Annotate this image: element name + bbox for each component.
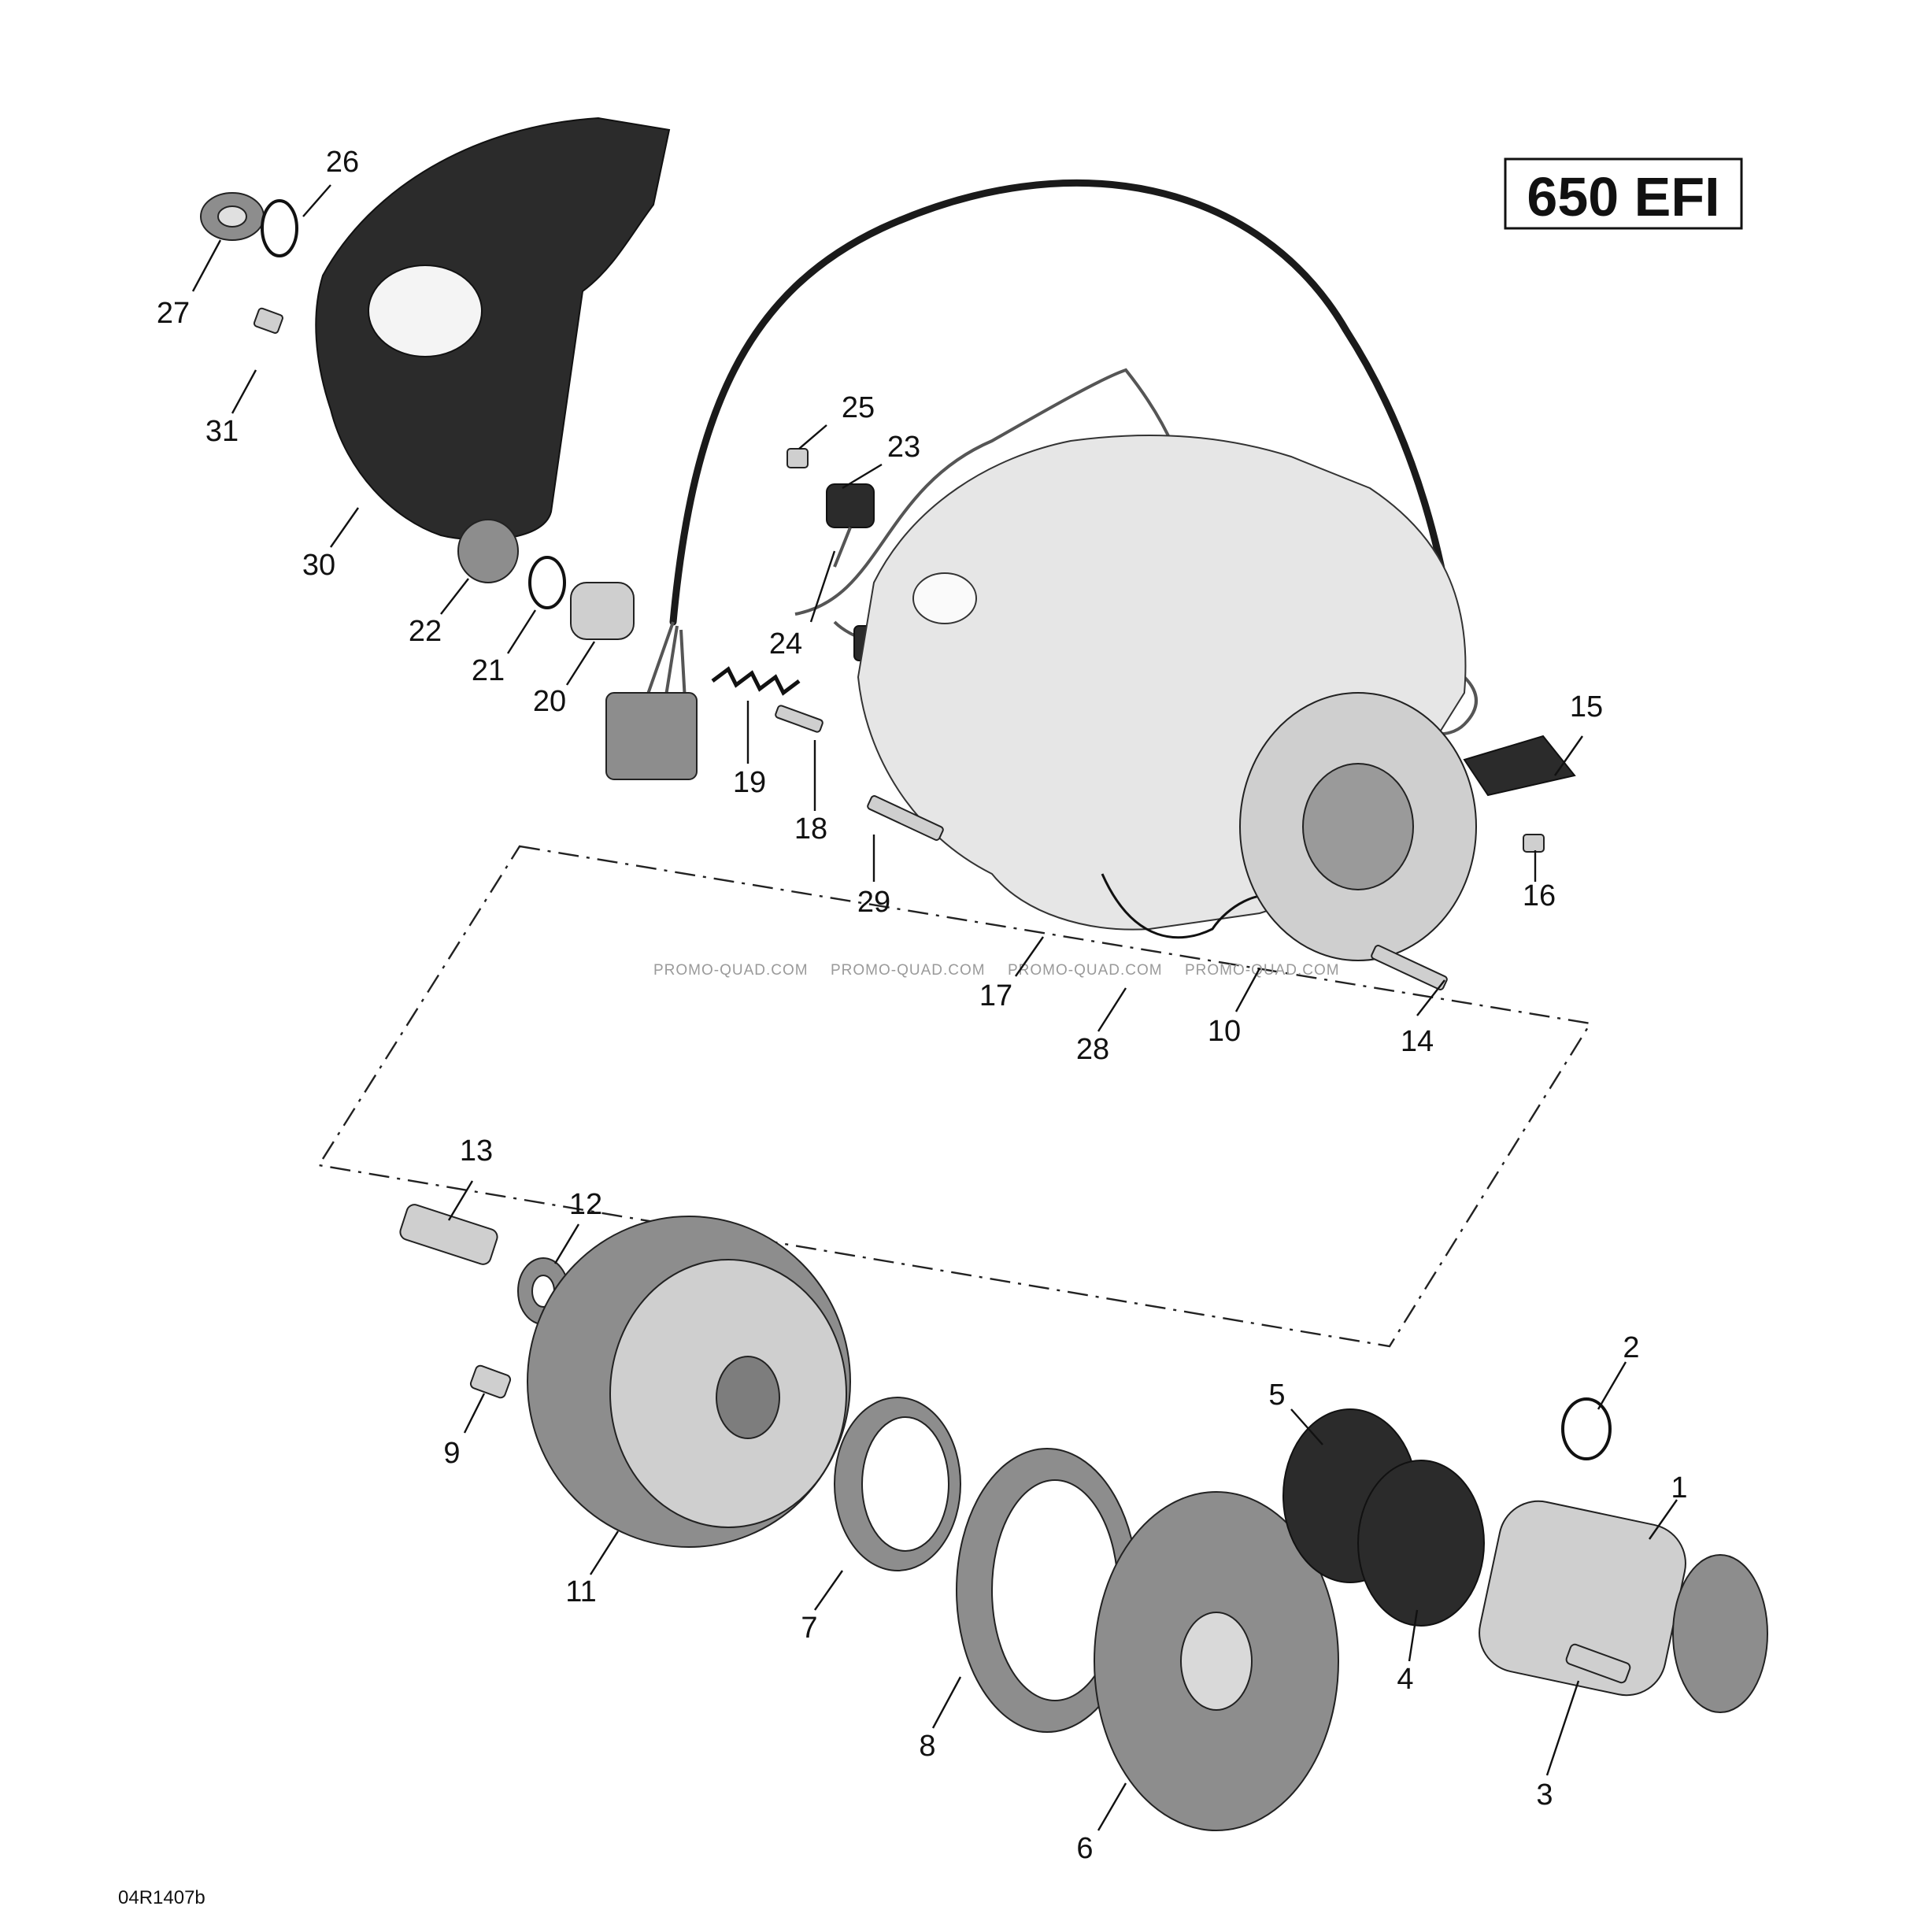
callout-10: 10 [1208, 1015, 1241, 1048]
callout-1: 1 [1671, 1471, 1687, 1505]
callout-22: 22 [409, 615, 442, 648]
leader-10 [1234, 968, 1261, 1012]
callout-15: 15 [1570, 690, 1603, 724]
bolt-18 [775, 705, 824, 733]
callout-13: 13 [460, 1134, 493, 1168]
bearing-7 [834, 1397, 961, 1571]
flywheel-11 [527, 1216, 851, 1548]
leader-11 [589, 1530, 620, 1575]
leader-7 [814, 1570, 843, 1611]
bolt-31 [253, 307, 283, 334]
callout-12: 12 [569, 1188, 602, 1221]
callout-26: 26 [326, 146, 359, 179]
leader-30 [330, 507, 359, 548]
callout-11: 11 [565, 1575, 596, 1608]
leader-12 [553, 1223, 580, 1264]
callout-20: 20 [533, 685, 566, 718]
callout-16: 16 [1523, 879, 1556, 912]
bolt-29 [867, 795, 944, 841]
callout-30: 30 [302, 549, 335, 582]
callout-28: 28 [1076, 1033, 1109, 1066]
assembly-outline [317, 845, 1592, 1348]
callout-21: 21 [472, 654, 505, 687]
watermark-row: PROMO-QUAD.COM PROMO-QUAD.COM PROMO-QUAD… [653, 962, 1340, 979]
callout-9: 9 [443, 1437, 460, 1470]
document-id: 04R1407b [118, 1887, 205, 1908]
screw-25 [786, 448, 809, 468]
leader-27 [191, 239, 222, 292]
seal-27 [200, 192, 265, 241]
leader-23 [842, 463, 883, 490]
leader-1 [1649, 1499, 1678, 1540]
bolt-13 [399, 1204, 498, 1265]
callout-29: 29 [857, 886, 890, 919]
magneto-cover [315, 117, 671, 541]
callout-6: 6 [1076, 1832, 1093, 1865]
leader-22 [440, 578, 469, 615]
model-label-text: 650 EFI [1527, 166, 1719, 228]
plug-22 [457, 519, 519, 583]
leader-15 [1554, 735, 1583, 776]
callout-31: 31 [205, 415, 239, 448]
connector-plug [605, 621, 698, 780]
callout-14: 14 [1401, 1025, 1434, 1058]
leader-8 [931, 1676, 962, 1729]
leader-4 [1408, 1609, 1419, 1662]
sensor-23 [826, 483, 875, 568]
gear-4 [1357, 1460, 1485, 1627]
callout-27: 27 [157, 297, 190, 330]
leader-14 [1416, 979, 1445, 1016]
callout-18: 18 [794, 812, 827, 846]
callout-4: 4 [1397, 1663, 1413, 1696]
screw-16 [1523, 834, 1545, 853]
gear-6 [1094, 1491, 1339, 1831]
o-ring-2 [1561, 1397, 1612, 1460]
model-label: 650 EFI [1504, 157, 1743, 230]
watermark-4: PROMO-QUAD.COM [1185, 962, 1340, 979]
leader-26 [302, 184, 331, 217]
leader-17 [1015, 936, 1044, 977]
leader-31 [231, 369, 257, 414]
screw-9 [469, 1364, 512, 1399]
callout-2: 2 [1623, 1331, 1639, 1364]
leader-2 [1597, 1361, 1627, 1410]
spring-19 [711, 666, 801, 696]
leader-lines [191, 184, 1678, 1831]
callout-8: 8 [919, 1730, 935, 1763]
bolt-14 [1371, 945, 1448, 990]
watermark-1: PROMO-QUAD.COM [653, 962, 809, 979]
callout-3: 3 [1536, 1778, 1553, 1812]
callout-23: 23 [887, 431, 920, 464]
leader-20 [565, 641, 596, 686]
callout-19: 19 [733, 766, 766, 799]
stator-10 [1239, 692, 1477, 961]
watermark-3: PROMO-QUAD.COM [1008, 962, 1163, 979]
bolt-3 [1565, 1643, 1631, 1684]
o-ring-21 [528, 556, 566, 609]
leader-5 [1290, 1408, 1323, 1445]
leader-3 [1545, 1680, 1580, 1776]
callout-17: 17 [979, 979, 1012, 1012]
leader-6 [1097, 1782, 1127, 1831]
callout-25: 25 [842, 391, 875, 424]
leader-25 [798, 424, 827, 450]
leader-21 [506, 609, 537, 654]
callout-24: 24 [769, 627, 802, 661]
starter-1 [1479, 1500, 1768, 1713]
bracket-15 [1463, 735, 1576, 797]
callout-5: 5 [1268, 1379, 1285, 1412]
leader-24 [809, 550, 836, 623]
gasket-28 [1101, 873, 1276, 939]
leader-9 [463, 1393, 486, 1434]
watermark-2: PROMO-QUAD.COM [831, 962, 986, 979]
o-ring-26 [261, 199, 298, 257]
callout-labels: 1 2 3 4 5 6 7 8 9 10 11 12 13 14 15 16 1… [157, 146, 1688, 1865]
callout-7: 7 [801, 1612, 817, 1645]
leader-28 [1097, 987, 1127, 1032]
leader-13 [447, 1180, 474, 1221]
sleeve-20 [570, 582, 635, 640]
